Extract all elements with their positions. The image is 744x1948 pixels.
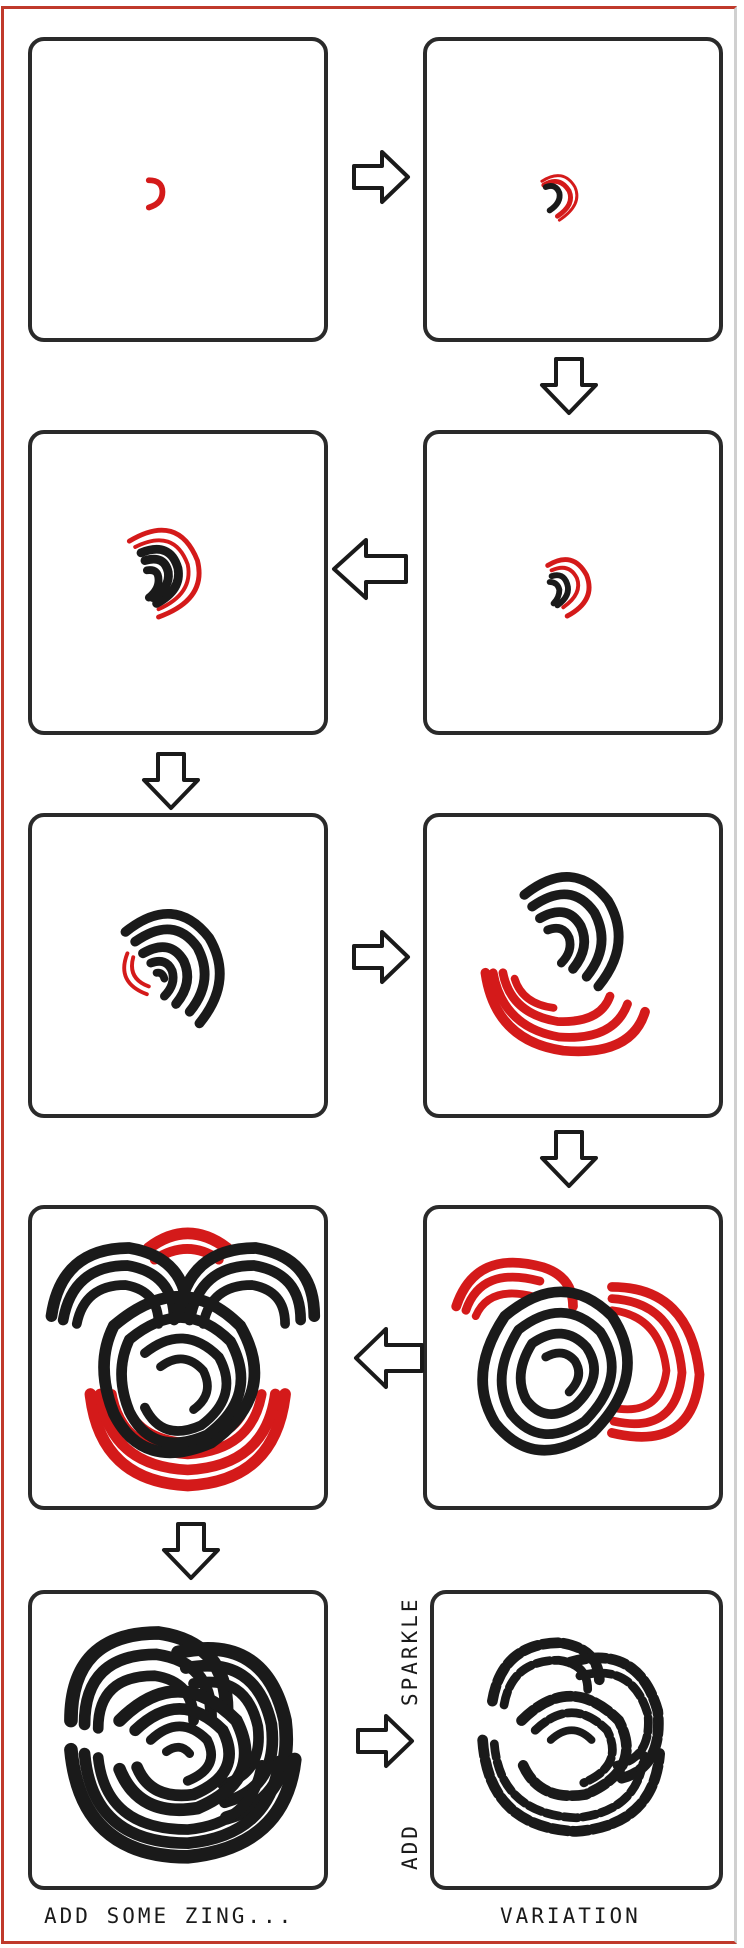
- step-7-drawing: [427, 1209, 719, 1506]
- arrow-down-icon: [538, 355, 600, 417]
- arrow-down-icon: [538, 1128, 600, 1190]
- arrow-right-icon: [350, 148, 412, 206]
- caption-add-some-zing: ADD SOME ZING...: [44, 1904, 294, 1928]
- step-9-tile: [28, 1590, 328, 1890]
- side-caption-sparkle: SPARKLE: [398, 1596, 422, 1706]
- step-2-tile: [423, 37, 723, 342]
- step-2-drawing: [427, 41, 719, 338]
- arrow-right-icon: [350, 928, 412, 986]
- step-5-tile: [28, 813, 328, 1118]
- step-6-drawing: [427, 817, 719, 1114]
- step-1-tile: [28, 37, 328, 342]
- step-4-tile: [28, 430, 328, 735]
- step-10-tile: [430, 1590, 723, 1890]
- step-7-tile: [423, 1205, 723, 1510]
- arrow-down-icon: [160, 1520, 222, 1582]
- arrow-left-icon: [352, 1325, 426, 1391]
- step-9-drawing: [32, 1594, 324, 1886]
- caption-variation: VARIATION: [500, 1904, 641, 1928]
- step-3-tile: [423, 430, 723, 735]
- step-3-drawing: [427, 434, 719, 731]
- step-10-drawing: [434, 1594, 719, 1886]
- step-4-drawing: [32, 434, 324, 731]
- arrow-down-icon: [140, 750, 202, 812]
- step-6-tile: [423, 813, 723, 1118]
- step-8-tile: [28, 1205, 328, 1510]
- step-5-drawing: [32, 817, 324, 1114]
- step-1-drawing: [32, 41, 324, 338]
- arrow-right-icon: [354, 1712, 416, 1770]
- side-caption-add: ADD: [398, 1823, 422, 1870]
- step-8-drawing: [32, 1209, 324, 1506]
- arrow-left-icon: [330, 536, 410, 602]
